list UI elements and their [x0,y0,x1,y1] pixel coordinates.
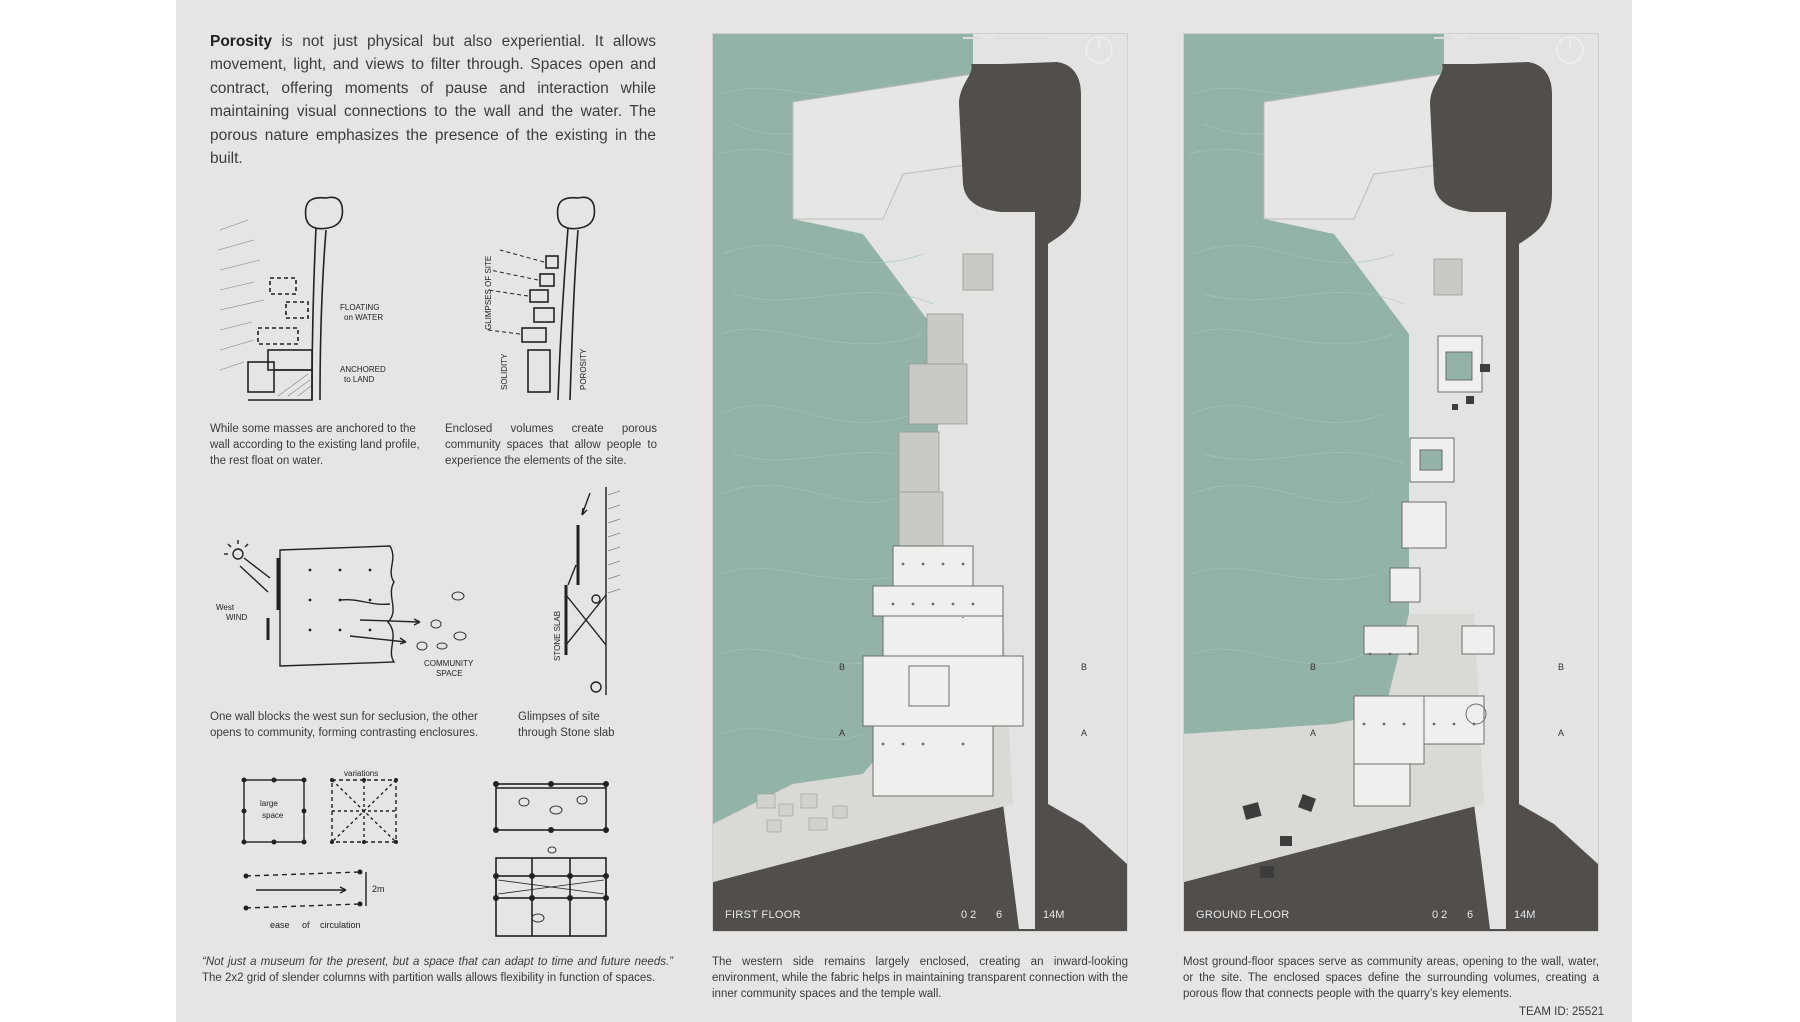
sketch-partition-plans [493,781,609,937]
sketch-column-grid: variations large space 2m ease of circul… [241,769,398,930]
sketch2-note-glimpses: GLIMPSES OF SITE [484,256,493,330]
sketch5-note-2m: 2m [372,884,385,894]
sketch2-note-solidity: SOLIDITY [500,353,509,390]
sketch5-note-circulation: circulation [320,920,361,930]
team-id: TEAM ID: 25521 [1518,1006,1604,1018]
first-floor-caption: The western side remains largely enclose… [712,956,1128,1000]
sketch1-note-land: to LAND [344,375,374,384]
first-floor-section-b-right: B [1081,662,1088,672]
ground-floor-scale-bar [1434,37,1520,39]
sketch1-note-floating: FLOATING [340,303,379,312]
ground-floor-plan: B B A A GROUND FLOOR 0 2 6 14M [1183,33,1599,932]
ground-floor-section-a-right: A [1558,728,1565,738]
intro-text: is not just physical but also experienti… [210,33,656,168]
first-floor-section-a-left: A [839,728,846,738]
ground-floor-section-b-right: B [1558,662,1565,672]
first-floor-scale-14m: 14M [1043,909,1065,921]
sketch1-note-anchored: ANCHORED [340,365,386,374]
sketch-anchored-floating: FLOATING on WATER ANCHORED to LAND [217,196,386,401]
ground-floor-label: GROUND FLOOR [1196,909,1290,921]
sketch3-caption: One wall blocks the west sun for seclusi… [210,711,479,739]
intro-paragraph: Porosity is not just physical but also e… [210,30,656,170]
sketch5-note-large: large [260,799,278,808]
sketch3-note-west: West [216,603,235,612]
sketch3-note-wind: WIND [226,613,248,622]
first-floor-scale-6: 6 [996,909,1003,921]
bottom-left-caption-text: The 2x2 grid of slender columns with par… [202,972,656,984]
intro-bold-word: Porosity [210,33,273,50]
ground-floor-section-a-left: A [1310,728,1317,738]
first-floor-plan: B B A A FIRST FLOOR 0 2 6 14M [712,33,1128,932]
sketch2-note-porosity: POROSITY [579,348,588,390]
bottom-left-caption: “Not just a museum for the present, but … [202,954,673,986]
ground-floor-caption: Most ground-floor spaces serve as commun… [1183,956,1599,1000]
sketch3-note-community: COMMUNITY [424,659,474,668]
first-floor-north-icon [1085,36,1113,64]
ground-floor-north-icon [1556,36,1584,64]
first-floor-label: FIRST FLOOR [725,909,801,921]
sketch5-note-space: space [262,811,284,820]
first-floor-scale-bar [963,37,1049,39]
sketch-enclosed-volumes: GLIMPSES OF SITE SOLIDITY POROSITY [484,196,596,401]
first-floor-section-a-right: A [1081,728,1088,738]
sketch2-caption: Enclosed volumes create porous community… [445,423,657,467]
ground-floor-scale-14m: 14M [1514,909,1536,921]
ground-floor-section-b-left: B [1310,662,1317,672]
sketch5-note-ease: ease [270,920,290,930]
sketch5-note-of: of [302,920,310,930]
bottom-left-caption-quote: “Not just a museum for the present, but … [202,956,673,968]
sketch4-caption-line2: through Stone slab [518,727,615,739]
sketch5-note-variations: variations [344,769,378,778]
ground-floor-scale-6: 6 [1467,909,1474,921]
sketch1-caption: While some masses are anchored to the wa… [210,423,420,467]
first-floor-section-b-left: B [839,662,846,672]
sketch3-note-space: SPACE [436,669,463,678]
sketch1-note-water: on WATER [344,313,383,322]
sketch4-caption-line1: Glimpses of site [518,711,600,723]
first-floor-scale-0-2: 0 2 [961,909,977,921]
sketch-wall-community: West WIND COMMUNITY SPACE [216,540,474,678]
ground-floor-scale-0-2: 0 2 [1432,909,1448,921]
sketch-stone-slab: STONE SLAB [553,487,621,695]
sketch4-note-stone-slab: STONE SLAB [553,611,562,661]
